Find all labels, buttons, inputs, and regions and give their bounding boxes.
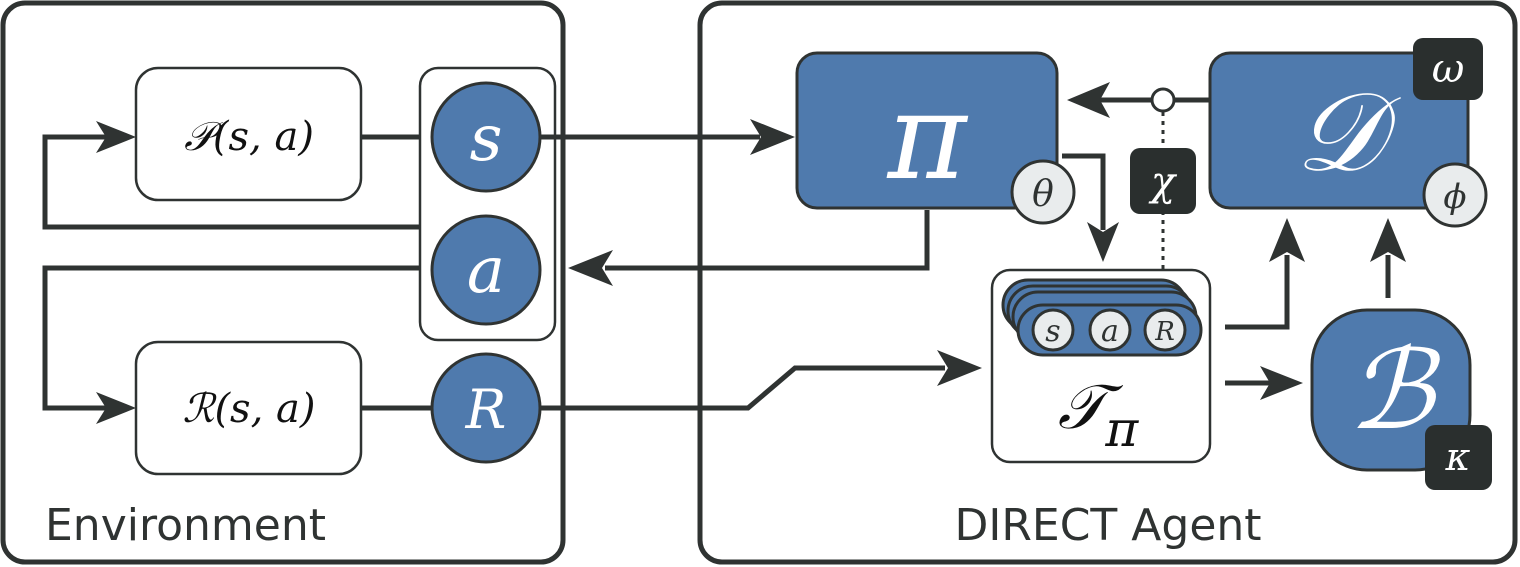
discriminator-params-node: [1422, 162, 1488, 228]
buffer-symbol: ℬ: [1348, 326, 1441, 454]
agent-panel-label: DIRECT Agent: [954, 500, 1261, 551]
policy-params-node: [1010, 159, 1076, 225]
reward-fn-label: ℛ(s, a): [183, 386, 316, 432]
policy-to-action-wire: [605, 210, 930, 271]
transition-box: [134, 66, 363, 202]
arrowhead-buffer-to-discriminator: [1370, 218, 1406, 262]
arrowhead-feedback: [1067, 82, 1110, 118]
arrowhead-to-transition: [96, 121, 136, 153]
arrowhead-to-discriminator: [1269, 218, 1305, 262]
trajectory-state-symbol: s: [1045, 314, 1060, 349]
buffer-param-box: [1425, 425, 1492, 490]
reward-fn-box: [134, 340, 363, 476]
trajectory-state-node: [1031, 308, 1075, 352]
loop-wire-bottom: [42, 265, 430, 411]
reward-symbol: R: [465, 378, 507, 441]
policy-box: [795, 51, 1059, 210]
arrowhead-to-trajectory: [937, 350, 982, 386]
discriminator-weight-symbol: ω: [1432, 46, 1465, 92]
trajectory-action-node: [1088, 308, 1132, 352]
transition-label: 𝒫(s, a): [184, 114, 314, 160]
arrowhead-policy-to-trajectory: [1087, 222, 1119, 262]
discriminator-weight-box: [1413, 38, 1483, 100]
trajectory-action-symbol: a: [1101, 314, 1119, 349]
policy-params-symbol: θ: [1032, 174, 1054, 215]
loop-wire-top: [42, 134, 430, 230]
arrowhead-to-action: [568, 250, 613, 286]
buffer-param-symbol: κ: [1445, 435, 1471, 479]
state-symbol: s: [470, 102, 503, 176]
mixing-junction: [1150, 87, 1176, 113]
action-symbol: a: [467, 234, 505, 308]
discriminator-box: [1208, 51, 1470, 210]
discriminator-params-symbol: ϕ: [1443, 177, 1466, 217]
environment-panel-label: Environment: [45, 500, 326, 551]
trajectory-to-discriminator-wire: [1225, 255, 1290, 330]
arrowhead-to-policy: [750, 119, 795, 155]
mixing-symbol: χ: [1148, 159, 1178, 205]
mixing-box: [1130, 148, 1196, 214]
arrowhead-to-reward-fn: [96, 392, 136, 424]
trajectory-reward-symbol: R: [1154, 317, 1175, 347]
action-node: [430, 214, 542, 326]
trajectory-label-sub: π: [1104, 400, 1139, 458]
trajectory-label: 𝒯π: [1058, 370, 1140, 458]
trajectory-reward-node: [1143, 308, 1187, 352]
policy-symbol: π: [886, 68, 969, 207]
policy-to-trajectory-wire: [1062, 153, 1106, 230]
arrowhead-to-buffer: [1260, 366, 1303, 400]
reward-to-trajectory-wire: [540, 365, 945, 411]
